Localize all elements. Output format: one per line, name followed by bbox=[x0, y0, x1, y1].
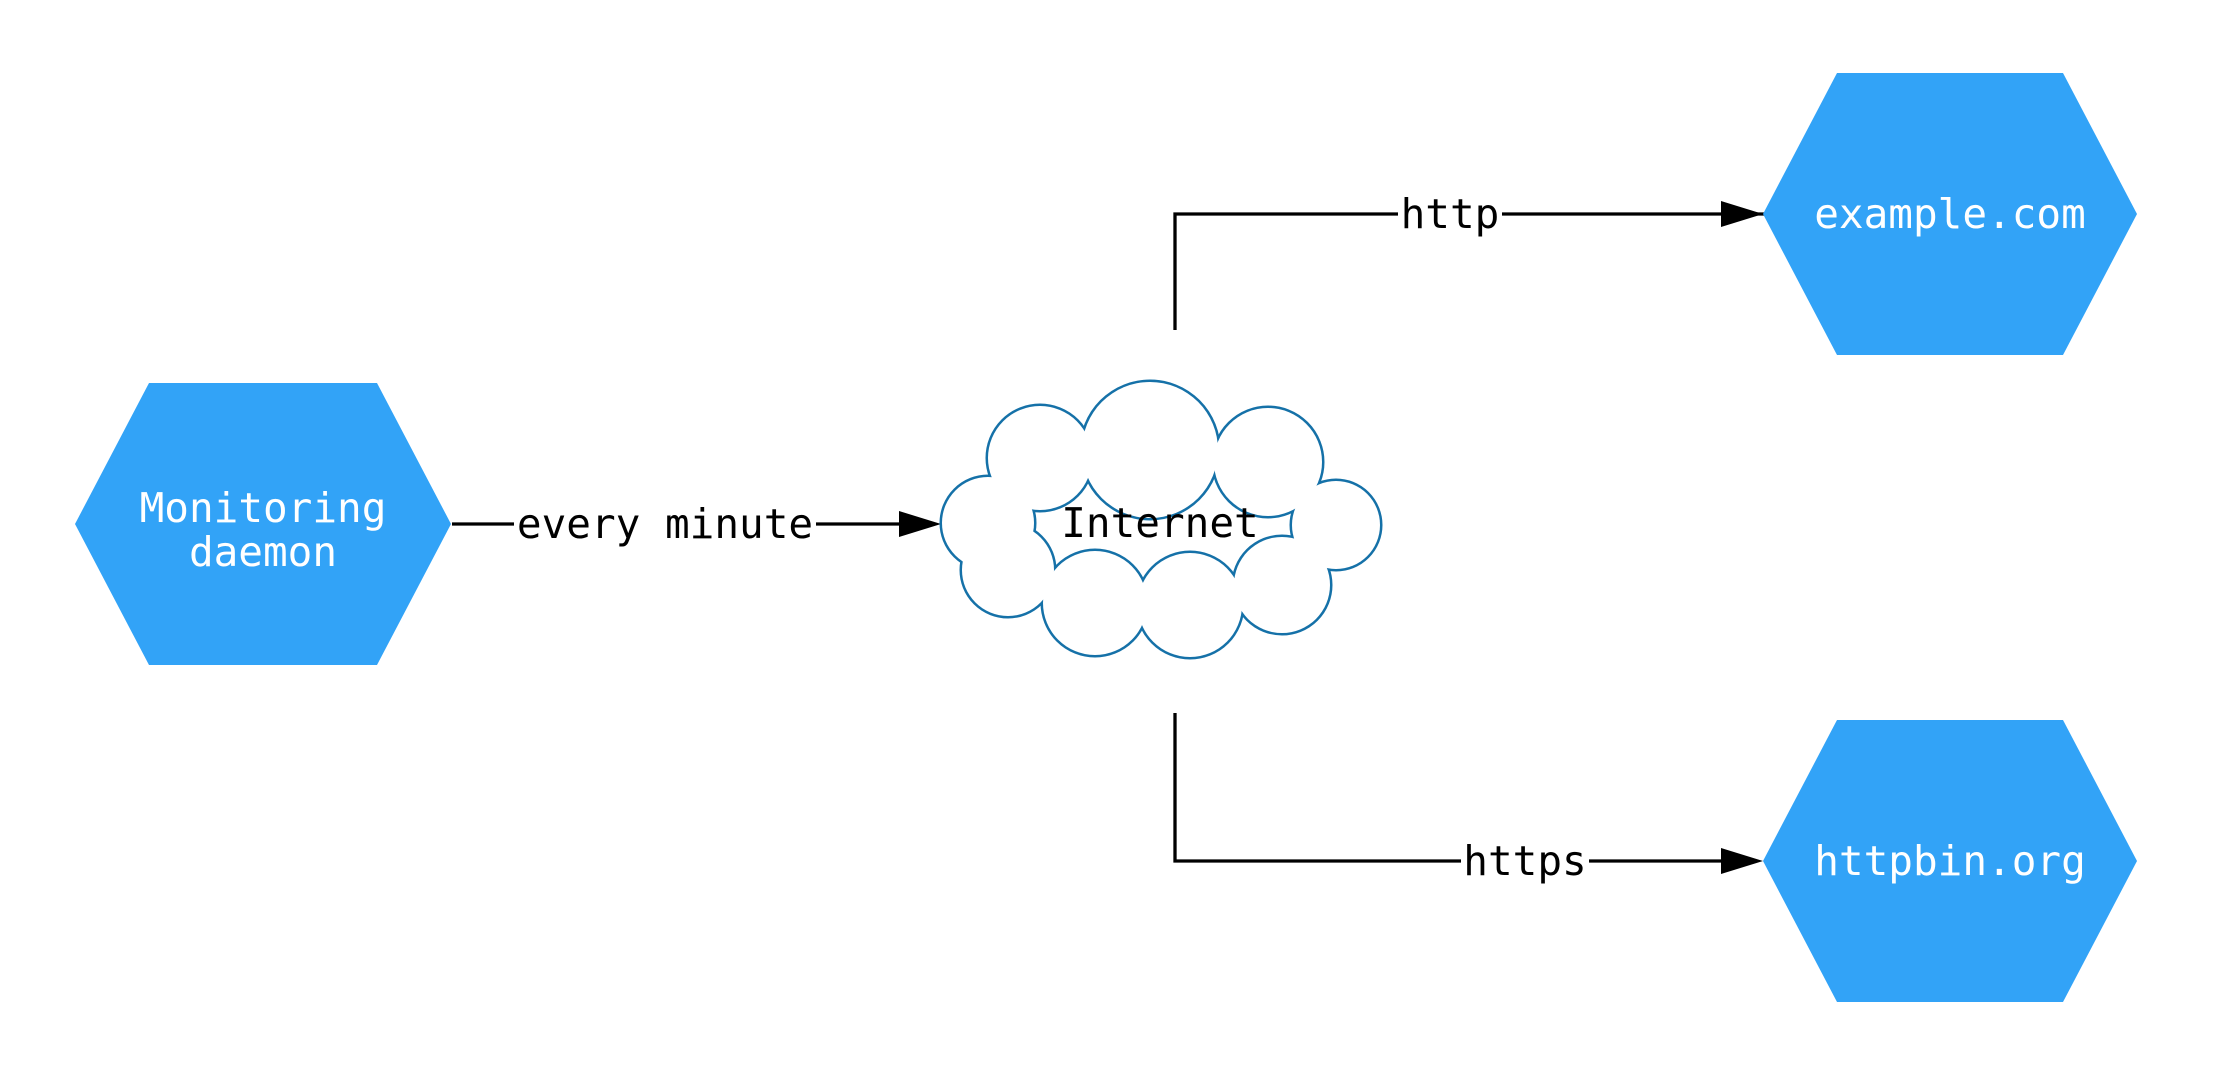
edge-http-arrowhead-icon bbox=[1721, 201, 1763, 227]
edge-http-line bbox=[1173, 212, 1903, 330]
httpbin-org-node: httpbin.org bbox=[1763, 720, 2137, 1002]
edge-http-label: http bbox=[1401, 190, 1500, 238]
edge-every-minute-arrowhead-icon bbox=[899, 511, 941, 537]
edge-https-arrowhead-icon bbox=[1721, 848, 1763, 874]
httpbin-org-label: httpbin.org bbox=[1814, 837, 2086, 885]
example-com-label: example.com bbox=[1814, 190, 2086, 238]
edge-https-label-bg bbox=[1461, 837, 1589, 885]
edge-every-minute-label: every minute bbox=[517, 500, 813, 548]
monitoring-daemon-node: Monitoring daemon bbox=[75, 383, 451, 665]
monitoring-daemon-label-line2: daemon bbox=[189, 528, 337, 576]
edge-https-label: https bbox=[1463, 837, 1586, 885]
example-com-hexagon bbox=[1763, 73, 2137, 355]
edge-every-minute-label-bg bbox=[514, 500, 816, 548]
edge-http: http bbox=[1173, 190, 1903, 330]
monitoring-daemon-label-line1: Monitoring bbox=[140, 484, 387, 532]
monitoring-daemon-hexagon bbox=[75, 383, 451, 665]
edge-https-line bbox=[1173, 713, 1725, 863]
edge-https: https bbox=[1173, 713, 1763, 885]
httpbin-org-hexagon bbox=[1763, 720, 2137, 1002]
internet-cloud-fill bbox=[942, 382, 1380, 657]
example-com-node: example.com bbox=[1763, 73, 2137, 355]
internet-cloud-node: Internet bbox=[939, 379, 1383, 660]
edge-http-label-bg bbox=[1398, 190, 1502, 238]
edge-every-minute: every minute bbox=[452, 500, 941, 548]
internet-label: Internet bbox=[1061, 499, 1258, 547]
